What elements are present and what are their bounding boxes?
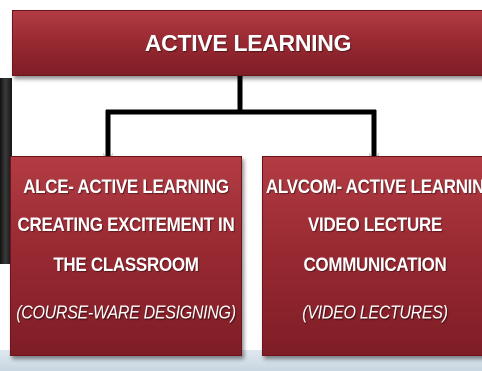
child-node-alce: ALCE- ACTIVE LEARNING CREATING EXCITEMEN… bbox=[10, 156, 242, 356]
root-node-label: ACTIVE LEARNING bbox=[144, 29, 352, 56]
background-photo-strip bbox=[0, 78, 12, 264]
alce-note: (COURSE-WARE DESIGNING) bbox=[16, 303, 236, 324]
alvcom-note: (VIDEO LECTURES) bbox=[302, 303, 448, 324]
alce-title-line-3: THE CLASSROOM bbox=[53, 253, 199, 276]
alvcom-title-line-3: COMMUNICATION bbox=[303, 253, 447, 276]
alvcom-title-line-2: VIDEO LECTURE bbox=[307, 213, 442, 236]
alce-title-line-1: ALCE- ACTIVE LEARNING bbox=[23, 175, 229, 198]
alce-title-line-2: CREATING EXCITEMENT IN bbox=[17, 213, 235, 236]
alvcom-title-line-1: ALVCOM- ACTIVE LEARNIN bbox=[265, 175, 482, 198]
root-node-active-learning: ACTIVE LEARNING bbox=[12, 10, 482, 76]
child-node-alvcom: ALVCOM- ACTIVE LEARNIN VIDEO LECTURE COM… bbox=[262, 156, 482, 356]
